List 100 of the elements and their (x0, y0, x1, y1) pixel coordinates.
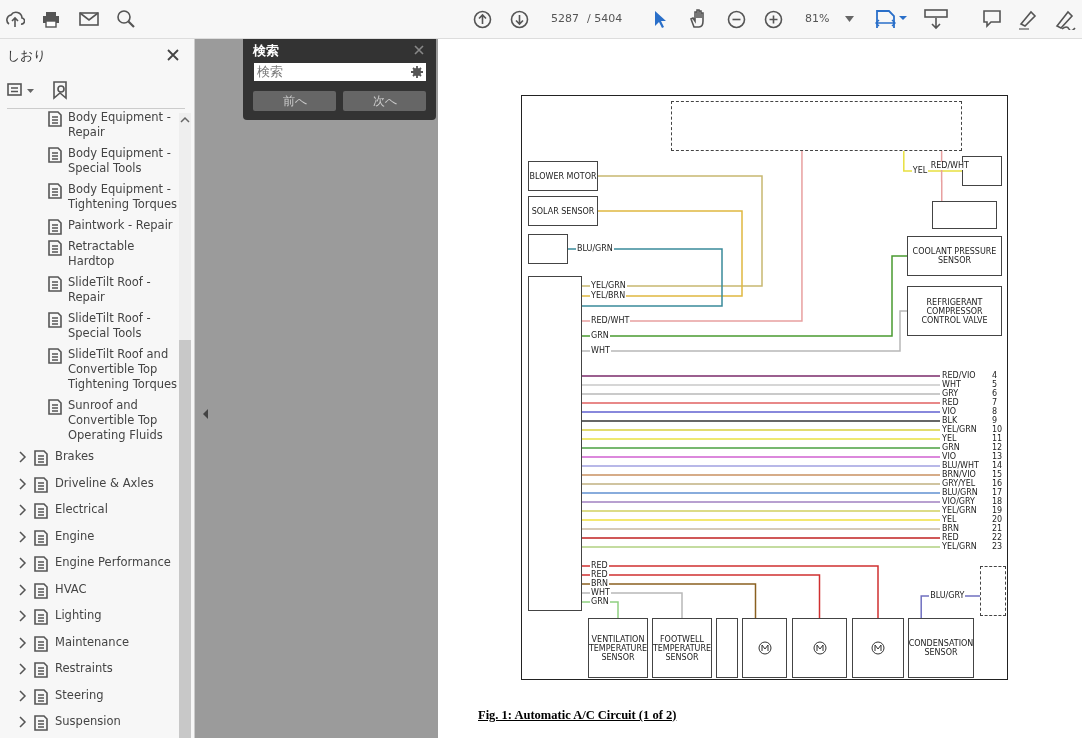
wire-color-code: BLU/WHT (942, 462, 979, 470)
component-label: REFRIGERANT COMPRESSOR CONTROL VALVE (920, 297, 989, 325)
bookmark-link: Suspension (55, 714, 122, 729)
connector-pin-number: 17 (992, 489, 1003, 497)
component-box (528, 161, 598, 191)
component-box (908, 618, 974, 678)
connector-pin-number: 20 (992, 516, 1003, 524)
connector-pin-number: 10 (992, 426, 1003, 434)
bookmark-link: SlideTilt Roof - Repair (68, 275, 152, 305)
wire-label: BLU/GRY (929, 592, 966, 600)
connector-pin-number: 15 (992, 471, 1003, 479)
bookmark-link: Body Equipment - Repair (68, 110, 172, 140)
component-box (907, 236, 1002, 276)
wire-label: YEL/BRN (590, 292, 627, 300)
control-module (528, 276, 582, 611)
wire-color-code: GRY/YEL (942, 480, 976, 488)
wire-label: BLU/GRN (576, 245, 614, 253)
wire-color-code: GRY (942, 390, 959, 398)
bookmark-link: Driveline & Axles (55, 475, 155, 491)
connector-pin-number: 4 (992, 372, 998, 380)
zoom-level-field: 81% (805, 12, 830, 25)
wire (581, 592, 683, 619)
wire-color-code: BRN (942, 525, 960, 533)
connector-pin-number: 16 (992, 480, 1003, 488)
wire-color-code: YEL/GRN (942, 507, 977, 515)
search-input-field: 検索 (254, 63, 426, 81)
wire-color-code: RED/VIO (942, 372, 976, 380)
wire-color-code: WHT (942, 381, 961, 389)
component-label: CONDENSATION SENSOR (908, 639, 974, 657)
component-label: COOLANT PRESSURE SENSOR (911, 247, 998, 265)
page-count: / 5404 (587, 12, 623, 25)
wire-label: BRN (590, 580, 610, 588)
wire-color-code: BLU/GRN (942, 489, 978, 497)
wire-color-code: YEL/GRN (942, 426, 977, 434)
wire (581, 150, 803, 322)
component-box (980, 566, 1006, 616)
bookmark-link: Body Equipment - Tightening Torques (68, 182, 179, 212)
connector-pin-number: 18 (992, 498, 1003, 506)
wire-label: GRN (590, 332, 610, 340)
wire (581, 574, 821, 619)
component-box (742, 618, 787, 678)
wire (567, 248, 723, 307)
bookmark-link: Body Equipment - Special Tools (68, 146, 172, 176)
wire-label: WHT (590, 347, 611, 355)
wire-color-code: RED (942, 399, 959, 407)
wire-label: RED/WHT (929, 162, 970, 170)
component-box (528, 234, 568, 264)
wire-label: RED (590, 562, 609, 570)
panel-title: しおり (7, 47, 46, 65)
junction-box (671, 101, 962, 151)
bookmark-link: Retractable Hardtop (68, 239, 136, 269)
bookmark-link: Engine (55, 528, 96, 544)
connector-pin-number: 9 (992, 417, 998, 425)
component-box (652, 618, 712, 678)
wire-color-code: BLK (942, 417, 958, 425)
wire-label: YEL (911, 167, 929, 175)
connector-pin-number: 8 (992, 408, 998, 416)
figure-caption: Fig. 1: Automatic A/C Circuit (1 of 2) (478, 708, 677, 723)
bookmark-link: SlideTilt Roof and Convertible Top Tightening Torques (68, 347, 179, 392)
wire (581, 255, 908, 337)
wire-color-code: BRN/VIO (942, 471, 976, 479)
previous-button: 前へ (253, 91, 336, 111)
component-label: FOOTWELL TEMPERATURE SENSOR (652, 634, 712, 662)
bookmark-link: Engine Performance (55, 555, 172, 570)
bookmark-link: Sunroof and Convertible Top Operating Fluids (68, 398, 164, 443)
bookmark-link: HVAC (55, 581, 88, 597)
wire-label: RED/WHT (590, 317, 631, 325)
bookmark-link: Restraints (55, 661, 114, 676)
connector-pin-number: 23 (992, 543, 1003, 551)
connector-pin-number: 21 (992, 525, 1003, 533)
component-box (932, 201, 997, 229)
wire-color-code: VIO (942, 408, 957, 416)
wire (581, 310, 908, 352)
next-button: 次へ (343, 91, 426, 111)
wire-label: RED (590, 571, 609, 579)
connector-pin-number: 5 (992, 381, 998, 389)
bookmark-link: Paintwork - Repair (68, 218, 174, 233)
wire (581, 583, 757, 619)
wire-color-code: YEL/GRN (942, 543, 977, 551)
connector-pin-number: 12 (992, 444, 1003, 452)
wire-color-code: YEL (942, 516, 957, 524)
component-box (716, 618, 738, 678)
connector-pin-number: 19 (992, 507, 1003, 515)
wire-label: WHT (590, 589, 611, 597)
component-box (852, 618, 904, 678)
component-label: BLOWER MOTOR (529, 171, 597, 181)
bookmark-link: Lighting (55, 608, 103, 623)
bookmark-link: Brakes (55, 449, 95, 464)
connector-pin-number: 13 (992, 453, 1003, 461)
wire (581, 175, 763, 287)
wire-label: GRN (590, 598, 610, 606)
wire-color-code: VIO/GRY (942, 498, 975, 506)
component-box (588, 618, 648, 678)
wire (940, 150, 943, 202)
page-number-field: 5287 (549, 12, 579, 27)
wire-label: YEL/GRN (590, 282, 627, 290)
search-title: 検索 (253, 42, 279, 60)
connector-pin-number: 22 (992, 534, 1003, 542)
wire (581, 565, 879, 619)
connector-pin-number: 6 (992, 390, 998, 398)
